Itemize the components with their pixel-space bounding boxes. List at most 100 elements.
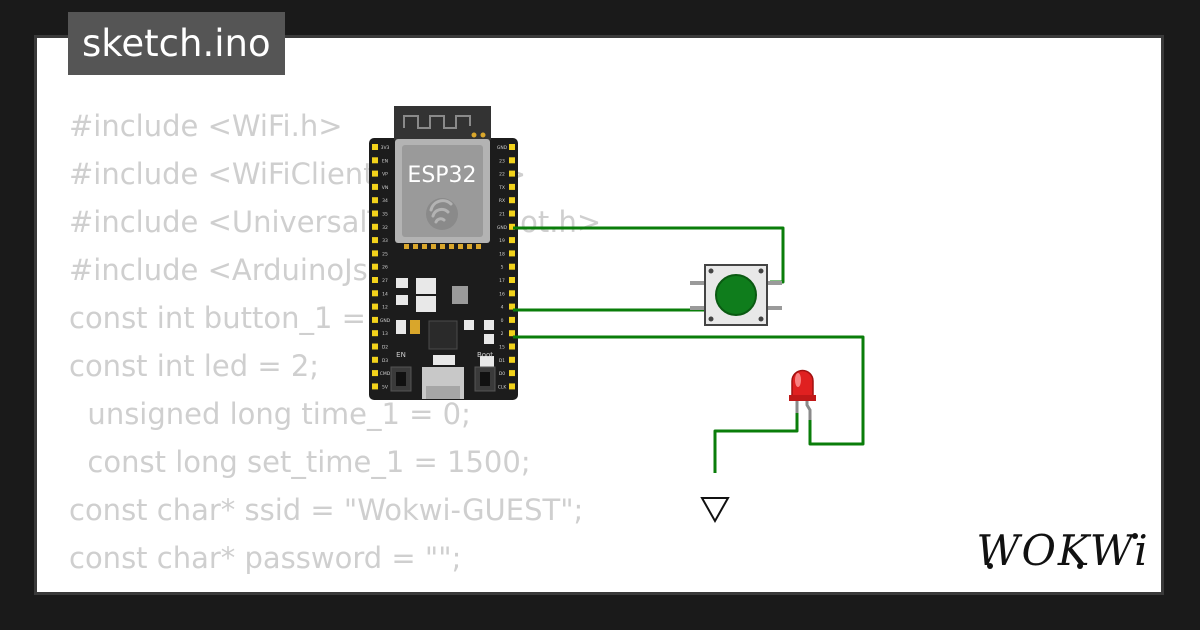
left-pin-label: 14 — [382, 291, 388, 297]
left-pin-27 — [372, 277, 378, 283]
right-pin-23 — [509, 157, 515, 164]
right-pin-label: 4 — [501, 305, 504, 311]
wokwi-logo: WOKWi — [976, 526, 1149, 575]
left-pin-label: 12 — [382, 305, 388, 311]
left-pin-label: 26 — [382, 265, 388, 271]
red-led — [789, 369, 816, 420]
code-line: const long set_time_1 = 1500; — [69, 445, 531, 479]
en-button[interactable] — [390, 366, 412, 392]
left-pin-32 — [372, 223, 378, 230]
module-pad — [467, 244, 472, 249]
left-pin-5v — [372, 383, 378, 390]
left-pin-en — [372, 157, 378, 164]
left-pin-35 — [372, 210, 378, 217]
left-pin-12 — [372, 303, 378, 310]
led-bulb — [791, 369, 814, 400]
left-pin-d3 — [372, 356, 378, 363]
code-line: const char* ssid = "Wokwi-GUEST"; — [69, 493, 584, 527]
left-pin-label: 34 — [382, 198, 388, 204]
right-pin-0 — [509, 316, 515, 323]
code-background: #include <WiFi.h>#include <WiFiClientSec… — [69, 102, 1149, 592]
smd-part — [396, 295, 408, 305]
regulator-chip — [416, 296, 436, 312]
diode — [452, 286, 468, 304]
right-pin-2 — [509, 330, 515, 337]
module-pad — [431, 244, 436, 249]
code-line: #define BOTtoken "5871913969:AAHGTUQ_...… — [69, 582, 1149, 592]
right-pin-rx — [509, 197, 515, 204]
regulator-chip — [416, 278, 436, 294]
left-pin-label: 32 — [382, 225, 388, 231]
left-pin-label: D2 — [382, 345, 388, 351]
espressif-logo-icon — [426, 198, 458, 230]
wokwi-logo-dots-icon — [987, 533, 1138, 569]
right-pin-label: 0 — [501, 318, 504, 324]
module-pad — [422, 244, 427, 249]
button-cap[interactable] — [715, 274, 757, 316]
left-pin-14 — [372, 290, 378, 297]
boot-label: Boot — [477, 351, 493, 359]
left-pin-label: 13 — [382, 331, 388, 337]
left-pin-3v3 — [372, 144, 378, 150]
right-pin-label: TX — [498, 185, 505, 191]
left-pin-25 — [372, 250, 378, 257]
file-title-tab: sketch.ino — [68, 12, 285, 75]
right-pin-label: D0 — [499, 371, 505, 377]
left-pin-label: 3V3 — [381, 145, 390, 151]
right-pin-22 — [509, 170, 515, 177]
left-pin-label: GND — [380, 318, 391, 324]
right-pin-tx — [509, 183, 515, 190]
micro-usb-port — [422, 367, 464, 399]
right-pin-clk — [509, 383, 515, 390]
wire-led-ground — [713, 411, 799, 473]
left-pin-26 — [372, 263, 378, 270]
module-pad — [413, 244, 418, 249]
boot-button[interactable] — [474, 366, 496, 392]
left-pin-label: 27 — [382, 278, 388, 284]
smd-part — [484, 320, 494, 330]
module-pad — [476, 244, 481, 249]
en-label: EN — [396, 351, 406, 359]
right-pin-d1 — [509, 356, 515, 363]
project-card: #include <WiFi.h>#include <WiFiClientSec… — [34, 35, 1164, 595]
right-pin-17 — [509, 277, 515, 283]
left-pin-34 — [372, 197, 378, 204]
right-pin-label: GND — [497, 145, 508, 151]
left-pin-13 — [372, 330, 378, 337]
left-pin-label: 5V — [382, 384, 389, 390]
left-pin-header: 3V3ENVPVN343532332526271412GND13D2D3CMD5… — [372, 144, 391, 390]
module-pad — [404, 244, 409, 249]
code-line: const char* password = ""; — [69, 541, 462, 575]
usb-uart-chip — [428, 320, 458, 350]
right-pin-19 — [509, 237, 515, 244]
right-pin-label: 21 — [499, 212, 505, 218]
right-pin-18 — [509, 250, 515, 257]
left-pin-label: EN — [382, 158, 388, 164]
smd-part — [396, 278, 408, 288]
right-pin-4 — [509, 303, 515, 310]
smd-part — [464, 320, 474, 330]
right-pin-label: 23 — [499, 158, 505, 164]
code-line: unsigned long time_1 = 0; — [69, 397, 471, 431]
right-pin-gnd — [509, 223, 515, 230]
left-pin-gnd — [372, 316, 378, 323]
smd-part — [410, 320, 420, 334]
left-pin-cmd — [372, 370, 378, 377]
left-pin-label: 35 — [382, 212, 388, 218]
pushbutton[interactable] — [690, 264, 782, 326]
left-pin-label: D3 — [382, 358, 388, 364]
right-pin-label: 15 — [499, 345, 505, 351]
smd-part — [396, 320, 406, 334]
left-pin-label: VP — [382, 172, 388, 178]
right-pin-d0 — [509, 370, 515, 377]
esp32-board: 3V3ENVPVN343532332526271412GND13D2D3CMD5… — [369, 106, 518, 400]
right-pin-label: GND — [497, 225, 508, 231]
right-pin-label: CLK — [498, 384, 508, 390]
led-rim — [789, 395, 816, 401]
module-pad — [449, 244, 454, 249]
right-pin-label: RX — [499, 198, 505, 204]
module-pads — [404, 244, 481, 249]
